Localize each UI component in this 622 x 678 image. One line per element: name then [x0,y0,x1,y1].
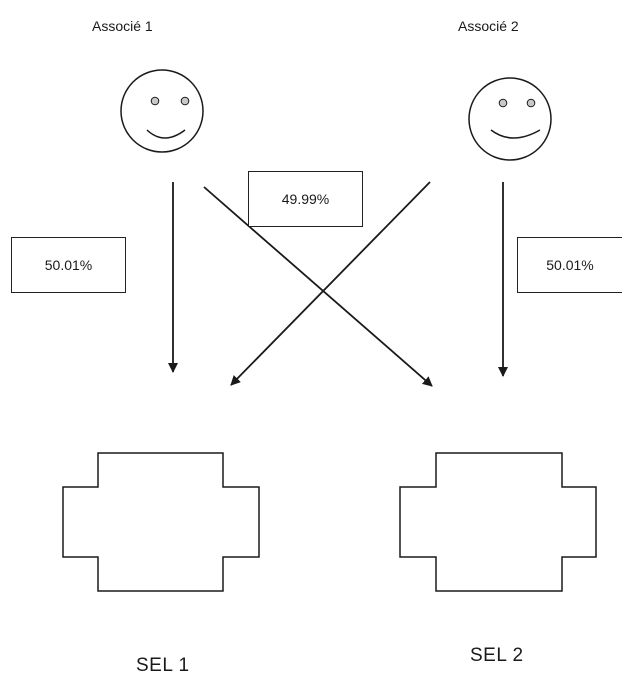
ownership-right-direct-box: 50.01% [517,237,622,293]
sel-1-label: SEL 1 [136,655,190,676]
arrow-partner2-to-sel1 [230,181,431,386]
partner-2-label: Associé 2 [458,18,519,34]
sel-2-label: SEL 2 [470,645,524,666]
sel-2-shape-icon [399,452,597,592]
partner-2-smiley-icon [468,77,552,161]
ownership-left-direct-box: 50.01% [11,237,126,293]
partner-1-label: Associé 1 [92,18,153,34]
partner-1-smiley-icon [120,69,204,153]
arrow-partner1-to-sel2 [203,186,433,387]
sel-1-shape-icon [62,452,260,592]
ownership-cross-box: 49.99% [248,171,363,227]
